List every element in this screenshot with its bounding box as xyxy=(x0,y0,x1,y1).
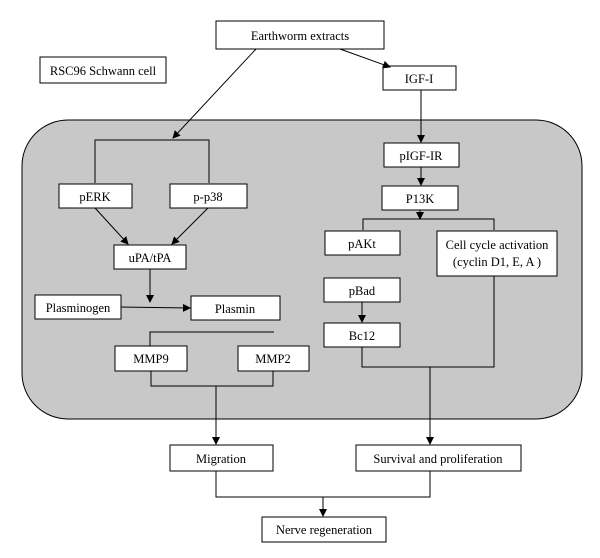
outputs-join-line xyxy=(215,471,431,498)
p13k-box xyxy=(381,185,459,211)
igf1-label: IGF-I xyxy=(405,72,433,86)
migration-label: Migration xyxy=(196,452,247,466)
perk-box xyxy=(58,183,133,209)
survival-label: Survival and proliferation xyxy=(373,452,503,466)
p13k-label: P13K xyxy=(406,192,434,206)
left-branch-bracket xyxy=(94,139,210,183)
igf1-box xyxy=(382,65,457,91)
arrow-pp38-to-upa xyxy=(171,207,209,245)
pakt-label: pAKt xyxy=(348,237,376,251)
cell-cycle-label-line2: (cyclin D1, E, A ) xyxy=(453,255,541,269)
mmp9-label: MMP9 xyxy=(133,352,168,366)
upa-tpa-label: uPA/tPA xyxy=(129,251,172,265)
cell-cycle-box xyxy=(436,230,558,277)
mmp-bracket xyxy=(149,331,274,346)
upa-tpa-box xyxy=(113,244,187,270)
cell-cycle-label-line1: Cell cycle activation xyxy=(446,238,549,252)
arrow-perk-to-upa xyxy=(94,207,129,245)
p13k-bracket xyxy=(362,218,495,230)
pigf-ir-label: pIGF-IR xyxy=(399,149,443,163)
cell-label-box xyxy=(39,56,167,84)
nerve-regeneration-label: Nerve regeneration xyxy=(276,523,373,537)
pigf-ir-box xyxy=(383,142,460,168)
arrow-extracts-to-igf1 xyxy=(339,48,391,69)
mmp2-box xyxy=(237,345,310,372)
plasmin-label: Plasmin xyxy=(215,302,256,316)
earthworm-extracts-label: Earthworm extracts xyxy=(251,29,349,43)
plasminogen-box xyxy=(34,294,122,320)
perk-label: pERK xyxy=(79,190,110,204)
arrow-plasminogen-to-plasmin xyxy=(120,303,191,312)
bc12-label: Bc12 xyxy=(349,329,375,343)
pp38-box xyxy=(169,183,248,209)
mmp-join-line xyxy=(150,371,274,387)
pakt-box xyxy=(324,230,401,256)
bc12-box xyxy=(323,322,401,348)
mmp9-box xyxy=(114,345,188,372)
pp38-label: p-p38 xyxy=(193,190,222,204)
migration-box xyxy=(169,444,274,472)
plasmin-box xyxy=(190,295,281,321)
cell-label: RSC96 Schwann cell xyxy=(50,64,157,78)
plasminogen-label: Plasminogen xyxy=(46,301,111,315)
mmp2-label: MMP2 xyxy=(255,352,290,366)
survival-box xyxy=(355,444,522,472)
earthworm-extracts-box xyxy=(215,20,385,50)
nerve-regeneration-box xyxy=(261,516,387,543)
arrow-extracts-to-left-branch xyxy=(172,48,257,139)
pbad-box xyxy=(323,277,401,303)
pbad-label: pBad xyxy=(349,284,376,298)
right-join-line xyxy=(361,276,495,368)
